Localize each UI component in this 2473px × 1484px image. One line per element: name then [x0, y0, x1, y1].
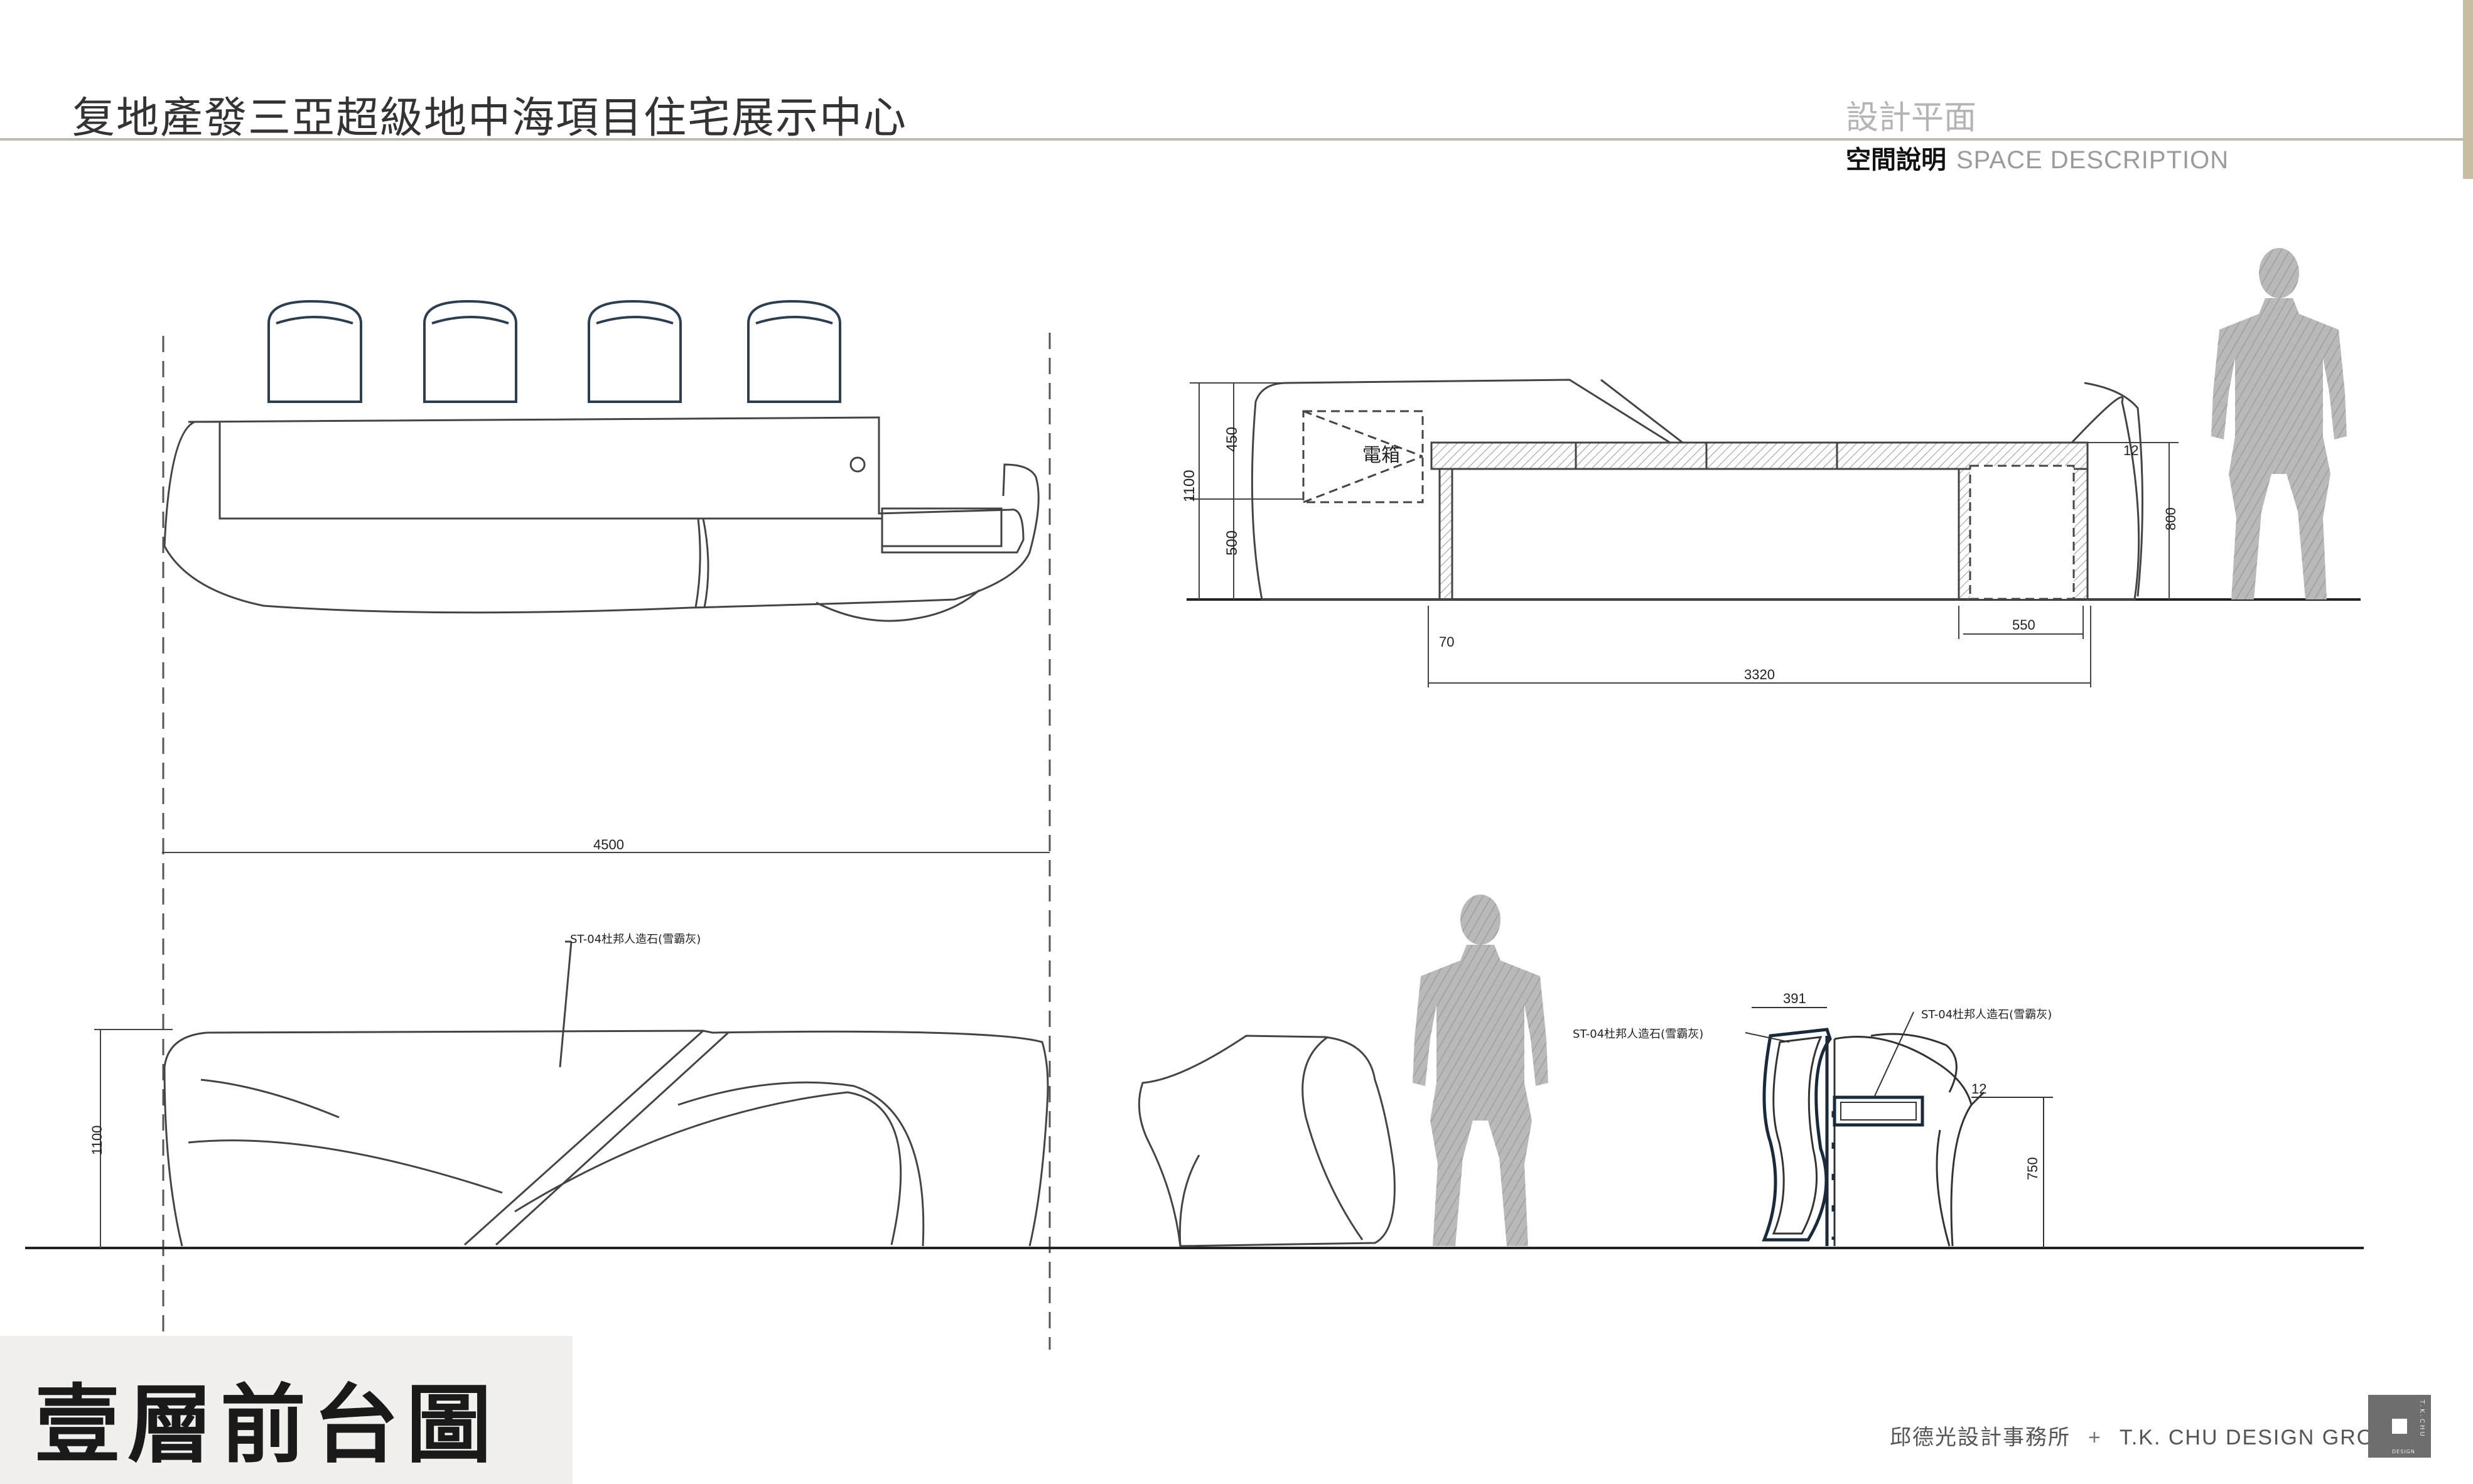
logo-square [2392, 1419, 2407, 1434]
dim-12-side: 12 [2123, 443, 2138, 458]
dim-70: 70 [1439, 634, 1454, 650]
dim-391: 391 [1783, 991, 1806, 1006]
side-elevation [1187, 379, 2361, 687]
project-title: 复地產發三亞超級地中海項目住宅展示中心 [72, 94, 908, 143]
section-view [1745, 1007, 2053, 1248]
dim-12-section: 12 [1971, 1081, 1986, 1097]
logo-vertical-text: T.K.CHU [2418, 1400, 2425, 1438]
dim-800: 800 [2163, 507, 2179, 530]
front-elevation [25, 852, 2364, 1249]
firm-name-en: T.K. CHU DESIGN GROUP [2119, 1426, 2407, 1449]
firm-logo-icon: T.K.CHU DESIGN [2368, 1395, 2431, 1458]
electrical-box-label: 電箱 [1362, 444, 1400, 466]
firm-credit: 邱德光設計事務所 + T.K. CHU DESIGN GROUP [1890, 1420, 2406, 1451]
space-description-cn: 空間說明 [1846, 146, 1946, 175]
dim-550: 550 [2012, 617, 2035, 633]
dim-750: 750 [2025, 1157, 2040, 1180]
sheet-label: 壹層前台圖 [0, 1336, 573, 1484]
dim-1100-side: 1100 [1181, 470, 1198, 502]
space-description: 空間說明 SPACE DESCRIPTION [1846, 139, 2229, 176]
header-rule [0, 138, 2464, 141]
side-accent-bar [2463, 0, 2473, 179]
space-description-en: SPACE DESCRIPTION [1956, 146, 2229, 174]
dim-500: 500 [1224, 530, 1241, 556]
logo-bottom-text: DESIGN [2392, 1449, 2415, 1454]
material-callout-section-left: ST-04杜邦人造石(雪霸灰) [1573, 1028, 1703, 1041]
material-callout-front: ST-04杜邦人造石(雪霸灰) [570, 933, 701, 946]
plan-view [162, 299, 1051, 1350]
human-silhouette-icon [2211, 248, 2347, 600]
chair-icon [267, 299, 841, 403]
dim-450: 450 [1224, 427, 1241, 452]
firm-plus: + [2088, 1426, 2102, 1449]
dim-4500: 4500 [593, 837, 624, 852]
sheet-label-text: 壹層前台圖 [35, 1376, 499, 1475]
dim-3320: 3320 [1744, 667, 1775, 682]
firm-name-cn: 邱德光設計事務所 [1890, 1426, 2071, 1449]
section-title: 設計平面 [1846, 99, 1977, 137]
dim-1100-front: 1100 [89, 1126, 105, 1155]
material-callout-section-right: ST-04杜邦人造石(雪霸灰) [1921, 1008, 2052, 1021]
human-silhouette-icon [1413, 895, 1548, 1246]
